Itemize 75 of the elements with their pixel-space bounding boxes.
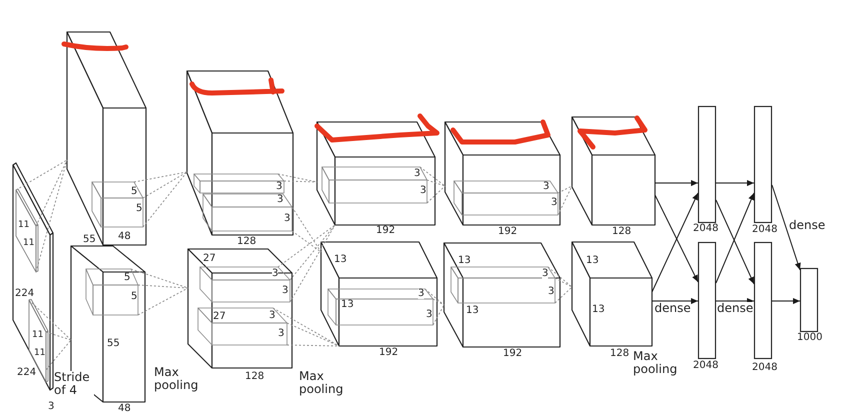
dimension-label: 48	[118, 232, 131, 242]
dimension-label: 5	[131, 292, 138, 302]
dimension-label: 13	[334, 255, 347, 265]
dimension-label: 2048	[693, 224, 718, 234]
dimension-label: 3	[48, 402, 54, 412]
dimension-label: 3	[551, 198, 558, 208]
projection-lines	[16, 160, 68, 272]
dimension-label: 2048	[752, 363, 778, 373]
arrow	[652, 298, 698, 304]
arrow	[772, 298, 800, 304]
dimension-label: 3	[272, 269, 278, 279]
dimension-label: 48	[118, 404, 131, 414]
dimension-label: 13	[466, 306, 479, 316]
projection-lines	[548, 266, 572, 304]
dimension-label: 128	[612, 227, 632, 237]
dimension-label: 3	[426, 310, 432, 320]
dimension-label: 224	[17, 368, 36, 378]
dimension-label: 27	[213, 312, 226, 322]
dimension-label: 5	[136, 204, 142, 214]
dimension-label: 55	[83, 235, 96, 245]
dimension-label: 55	[107, 339, 120, 349]
dimension-label: 11	[23, 239, 34, 248]
dimension-label: 11	[34, 349, 46, 358]
dimension-label: 3	[284, 214, 290, 224]
arrow	[654, 180, 698, 186]
dimension-label: 224	[15, 289, 34, 299]
projection-lines	[278, 174, 318, 182]
dimension-label: 3	[282, 286, 288, 296]
dimension-label: 11	[32, 331, 44, 340]
projection-lines	[134, 172, 188, 228]
dimension-label: 13	[458, 256, 471, 266]
dimension-label: 1000	[797, 333, 822, 343]
dimension-label: 192	[379, 348, 398, 358]
dimension-label: 27	[203, 254, 216, 264]
edge-label: dense	[654, 302, 691, 314]
dimension-label: 192	[498, 227, 518, 237]
arrow	[772, 184, 801, 270]
dimension-label: 128	[237, 237, 256, 247]
projection-lines	[130, 268, 188, 316]
dimension-label: 192	[503, 349, 522, 359]
arrow	[716, 298, 754, 304]
dimension-label: 5	[131, 187, 138, 197]
projection-lines	[272, 308, 340, 346]
dimension-label: 3	[276, 182, 282, 192]
dimension-label: 2048	[752, 225, 778, 235]
dimension-label: 3	[269, 311, 276, 321]
projection-lines	[278, 224, 336, 302]
dimension-label: 3	[420, 186, 426, 196]
dimension-label: 3	[414, 169, 420, 179]
dimension-label: 3	[418, 289, 424, 299]
dimension-label: 128	[610, 349, 630, 359]
arrow	[716, 180, 754, 186]
arrow	[654, 194, 698, 282]
arrow	[652, 192, 698, 292]
dimension-label: 3	[278, 329, 284, 339]
dimension-label: 3	[543, 182, 550, 192]
dimension-label: 3	[277, 195, 284, 205]
dimension-label: 11	[18, 221, 30, 230]
dimension-label: 2048	[693, 361, 718, 371]
dimension-label: 128	[245, 372, 264, 382]
edge-label: dense	[717, 302, 754, 314]
dimension-label: 5	[124, 273, 130, 283]
dimension-label: 13	[341, 300, 354, 310]
dimension-label: 192	[376, 226, 396, 236]
dimension-label: 13	[586, 256, 599, 266]
edge-label: dense	[789, 219, 826, 231]
projection-lines	[292, 206, 322, 252]
layer-note: Stride of 4	[54, 371, 94, 397]
dimension-label: 13	[592, 305, 605, 315]
projection-lines	[28, 300, 72, 370]
dimension-label: 3	[548, 287, 554, 297]
projection-lines	[420, 166, 446, 204]
dimension-label: 3	[542, 269, 548, 279]
projection-lines	[558, 186, 572, 216]
projection-lines	[424, 288, 444, 326]
